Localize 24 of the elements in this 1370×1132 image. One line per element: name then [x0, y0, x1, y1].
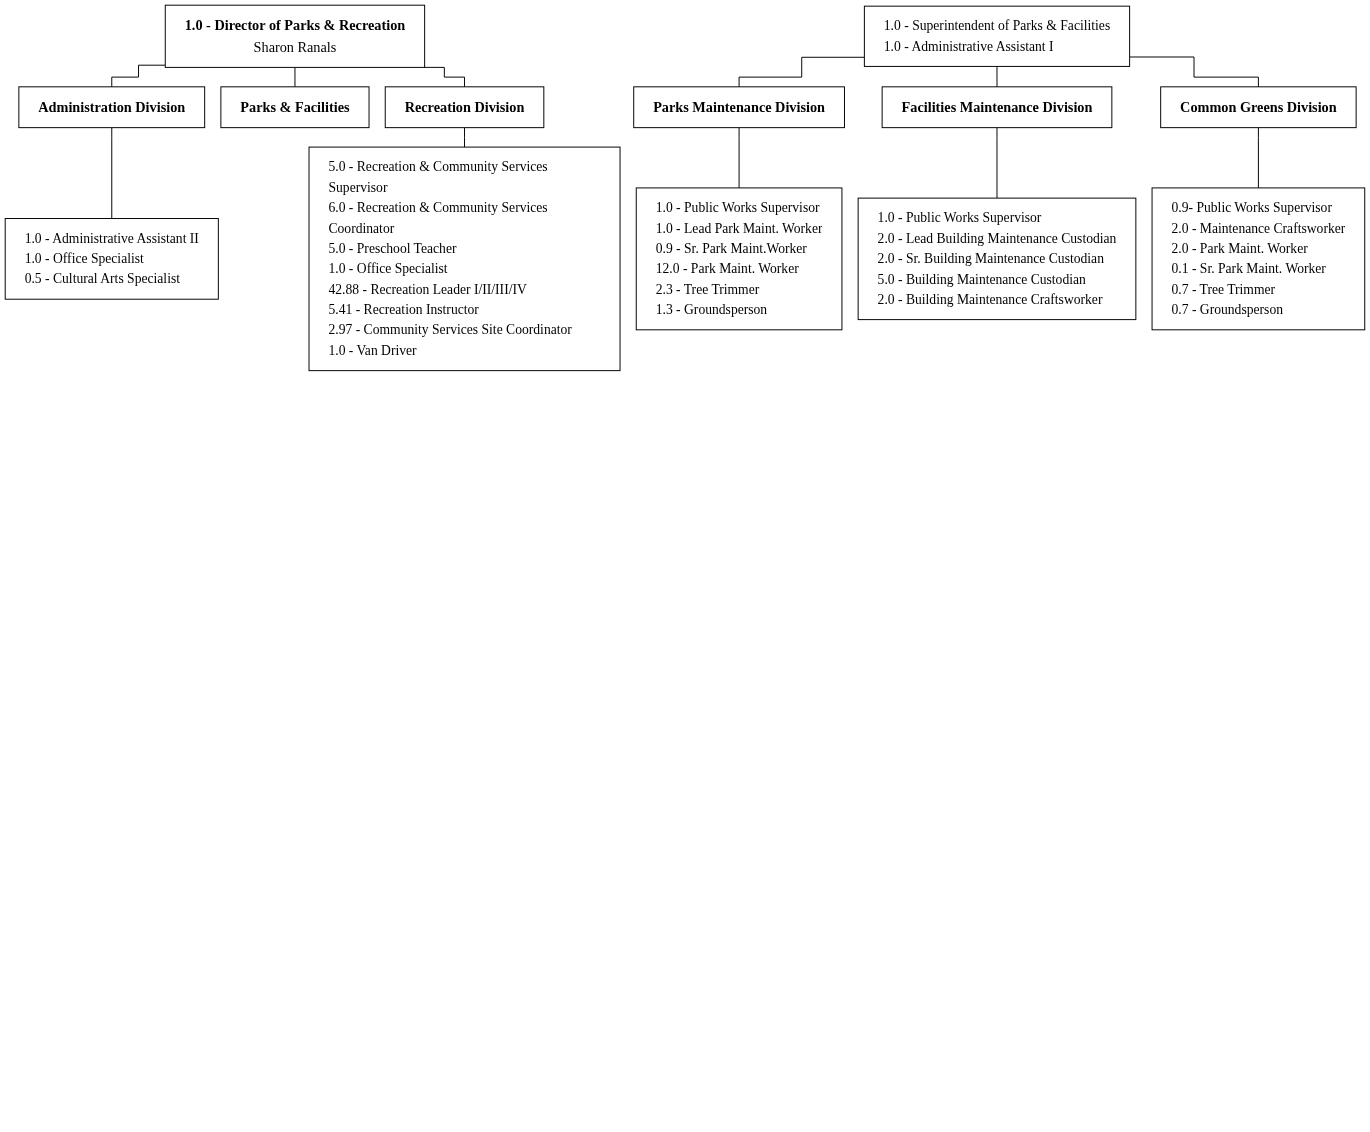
- connector: [294, 66, 296, 88]
- node-box: 1.0 - Superintendent of Parks & Facilities 1.0 - Administrative Assistant I: [863, 5, 1131, 67]
- connector: [1129, 56, 1259, 88]
- node-box: 1.0 - Public Works Supervisor 1.0 - Lead Park Maint. Worker 0.9 - Sr. Park Maint.Worker 12.0 - Park Maint. Worker 2.3 - Tree Trimmer 1.3 - Groundsperson: [635, 187, 843, 331]
- node-box: 1.0 - Administrative Assistant II 1.0 - Office Specialist 0.5 - Cultural Arts Specialist: [4, 218, 219, 300]
- node-box: Facilities Maintenance Division: [881, 86, 1113, 129]
- connector: [996, 127, 998, 199]
- node-box: 1.0 - Director of Parks & Recreation Sharon Ranals: [164, 4, 426, 68]
- node-box: Common Greens Division: [1160, 86, 1357, 129]
- node-box: 5.0 - Recreation & Community Services Supervisor 6.0 - Recreation & Community Services Coordinator 5.0 - Preschool Teacher 1.0 - Office Specialist 42.88 - Recreation Leader I/II/III/IV 5.41 - Recreation Instructor 2.97 - Community Services Site Coordinator 1.0 - Van Driver: [308, 146, 621, 372]
- node-box: Recreation Division: [384, 86, 545, 129]
- connector: [996, 65, 998, 88]
- connector: [111, 64, 166, 88]
- node-box: Administration Division: [18, 86, 206, 129]
- node-box: Parks Maintenance Division: [633, 86, 845, 129]
- connector: [738, 56, 865, 88]
- connector: [464, 127, 466, 148]
- connector: [738, 127, 740, 189]
- node-box: 0.9- Public Works Supervisor 2.0 - Maintenance Craftsworker 2.0 - Park Maint. Worker 0.1 - Sr. Park Maint. Worker 0.7 - Tree Trimmer 0.7 - Groundsperson: [1151, 187, 1366, 331]
- connector: [1257, 127, 1259, 189]
- connector: [111, 127, 113, 219]
- connector: [423, 66, 466, 88]
- node-box: Parks & Facilities: [220, 86, 370, 129]
- node-box: 1.0 - Public Works Supervisor 2.0 - Lead Building Maintenance Custodian 2.0 - Sr. Building Maintenance Custodian 5.0 - Building Maintenance Custodian 2.0 - Building Maintenance Craftsworker: [857, 197, 1137, 321]
